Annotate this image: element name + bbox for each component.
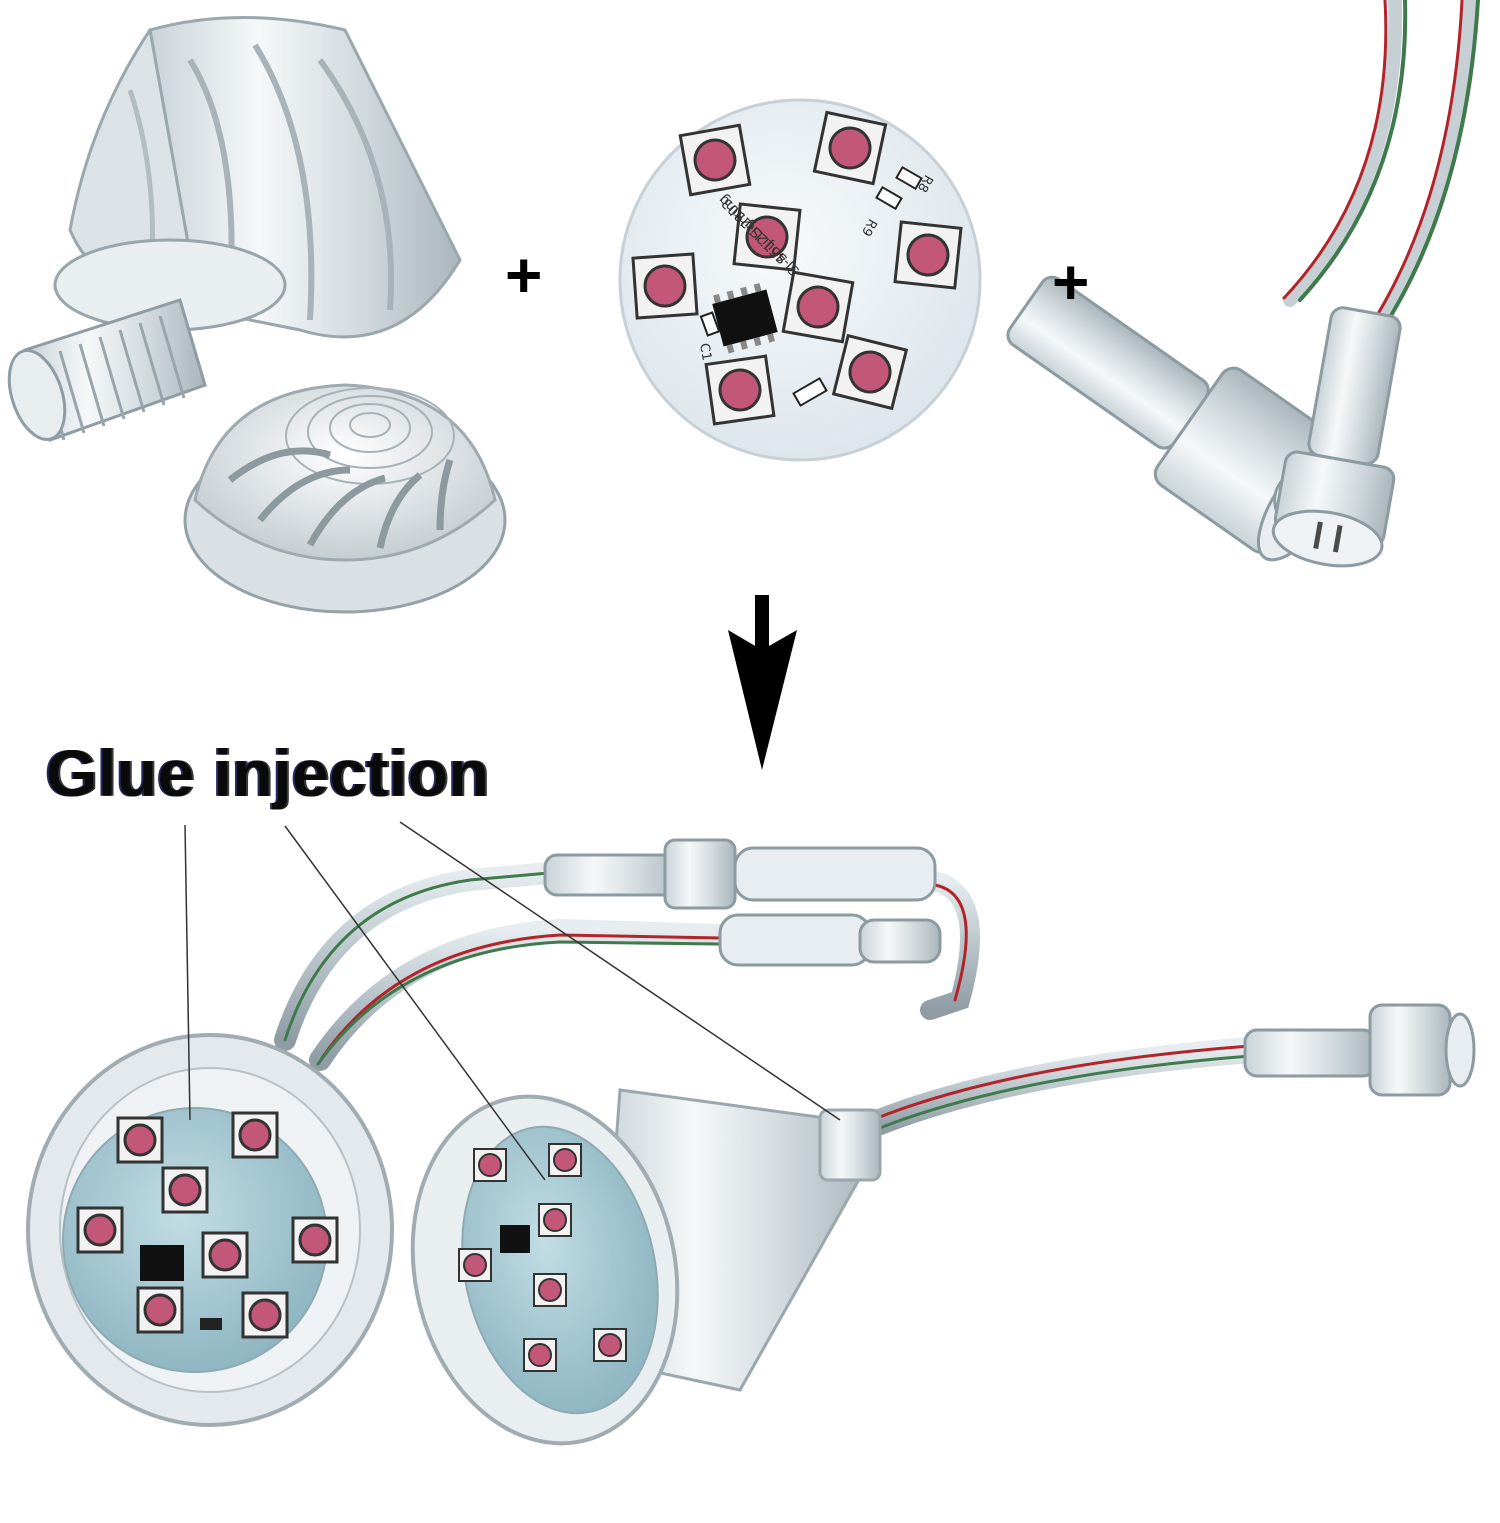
plus-icon: +: [1052, 246, 1090, 318]
pcb-ref-c1: C1: [696, 342, 714, 362]
assembled-pixel-lights: [26, 838, 1476, 1446]
lens-cap-part: [183, 383, 507, 614]
led-pcb-board: SJ-4512S-2903 Shiji Lighting R8 R9 C1: [618, 98, 982, 462]
waterproof-connector-cables: [1006, 0, 1480, 568]
driver-ic-chip: [712, 283, 778, 354]
thread-neck: [7, 298, 207, 442]
pcb-ref-r9: R9: [858, 216, 880, 238]
pcb-ref-r8: R8: [914, 172, 936, 194]
assembled-lamp-left: [26, 1033, 394, 1427]
rgb-led-chips: [631, 110, 963, 426]
assembled-lamp-right: [410, 1094, 680, 1446]
down-arrow-icon: [728, 595, 797, 770]
glue-injection-label: Glue injection: [46, 736, 490, 810]
label-leader-lines: [184, 821, 841, 1181]
plus-icon: +: [505, 239, 543, 311]
lamp-housing-part: [7, 16, 462, 442]
